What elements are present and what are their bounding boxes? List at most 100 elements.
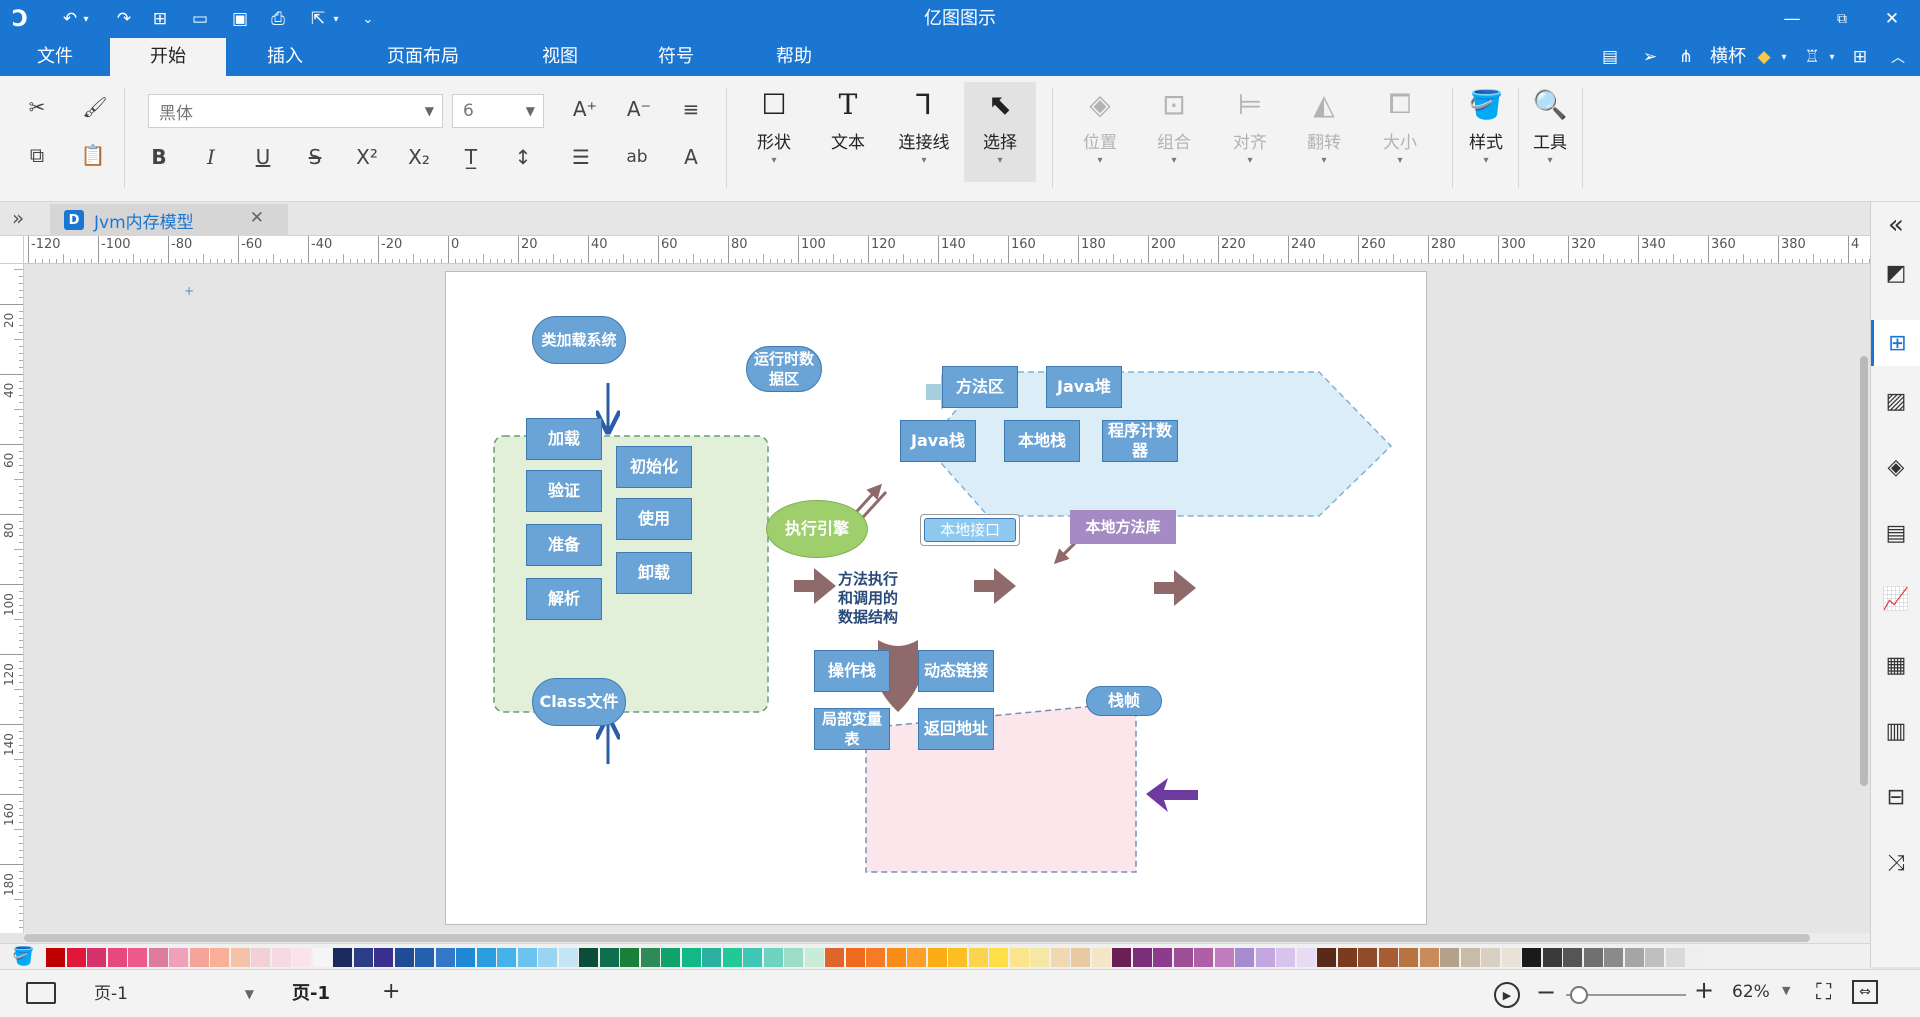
- color-swatch[interactable]: [1050, 948, 1070, 967]
- expand-library-icon[interactable]: »: [12, 206, 25, 230]
- step-resolve[interactable]: 解析: [526, 578, 602, 620]
- color-swatch[interactable]: [866, 948, 885, 967]
- method-area-node[interactable]: 方法区: [942, 366, 1018, 408]
- color-swatch[interactable]: [476, 948, 496, 967]
- color-swatch[interactable]: [763, 948, 783, 967]
- color-swatch[interactable]: [230, 948, 250, 967]
- color-swatch[interactable]: [1481, 948, 1500, 967]
- execution-engine-node[interactable]: 执行引擎: [766, 500, 868, 558]
- tools-button[interactable]: 🔍工具▾: [1516, 82, 1584, 182]
- dynamic-link-node[interactable]: 动态链接: [918, 650, 994, 692]
- color-swatch[interactable]: [210, 948, 229, 967]
- align-button[interactable]: ⊨对齐▾: [1216, 82, 1284, 182]
- step-verify[interactable]: 验证: [526, 470, 602, 512]
- color-swatch[interactable]: [1419, 948, 1439, 967]
- line-spacing-icon[interactable]: ↕: [514, 145, 532, 169]
- arrow-native-to-lib[interactable]: [1154, 570, 1196, 606]
- color-swatch[interactable]: [1624, 948, 1644, 967]
- color-swatch[interactable]: [948, 948, 967, 967]
- page-selector[interactable]: 页-1 ▼: [94, 980, 254, 1008]
- shirt-icon[interactable]: ♖: [1804, 47, 1820, 67]
- color-swatch[interactable]: [1399, 948, 1418, 967]
- user-name[interactable]: 横杯: [1710, 46, 1746, 67]
- color-swatch[interactable]: [1337, 948, 1357, 967]
- color-swatch[interactable]: [415, 948, 434, 967]
- menu-home[interactable]: 开始: [110, 38, 226, 76]
- local-var-table-node[interactable]: 局部变量表: [814, 708, 890, 750]
- color-swatch[interactable]: [1604, 948, 1623, 967]
- color-swatch[interactable]: [333, 948, 352, 967]
- color-swatch[interactable]: [1460, 948, 1480, 967]
- color-swatch[interactable]: [1358, 948, 1377, 967]
- connector-button[interactable]: ⅂连接线▾: [890, 82, 958, 182]
- table-icon[interactable]: ▦: [1885, 652, 1907, 678]
- page-panel-icon[interactable]: [26, 982, 56, 1004]
- color-swatch[interactable]: [169, 948, 188, 967]
- user-dropdown-icon[interactable]: ▾: [1781, 51, 1787, 63]
- native-interface-node[interactable]: 本地接口: [924, 518, 1016, 542]
- color-swatch[interactable]: [1501, 948, 1521, 967]
- presentation-icon[interactable]: ⊟: [1886, 784, 1906, 810]
- color-swatch[interactable]: [1645, 948, 1664, 967]
- step-init[interactable]: 初始化: [616, 446, 692, 488]
- color-swatch[interactable]: [251, 948, 270, 967]
- play-icon[interactable]: ▶: [1494, 982, 1520, 1008]
- menu-view[interactable]: 视图: [542, 46, 578, 67]
- document-tab[interactable]: D Jvm内存模型 ✕: [50, 204, 288, 236]
- menu-symbol[interactable]: 符号: [658, 46, 694, 67]
- print-icon[interactable]: ⎙: [271, 9, 285, 29]
- horizontal-scrollbar[interactable]: [24, 933, 1870, 943]
- color-swatch[interactable]: [497, 948, 516, 967]
- style-button[interactable]: 🪣样式▾: [1452, 82, 1520, 182]
- color-swatch[interactable]: [271, 948, 291, 967]
- minimize-icon[interactable]: —: [1783, 9, 1801, 29]
- zoom-in-icon[interactable]: +: [1694, 976, 1715, 1004]
- color-swatch[interactable]: [1255, 948, 1275, 967]
- export-icon[interactable]: ⇱: [310, 9, 326, 29]
- color-swatch[interactable]: [292, 948, 311, 967]
- color-swatch[interactable]: [435, 948, 455, 967]
- send-icon[interactable]: ➢: [1642, 47, 1658, 67]
- underline-icon[interactable]: U: [255, 145, 271, 169]
- color-swatch[interactable]: [743, 948, 762, 967]
- color-swatch[interactable]: [968, 948, 988, 967]
- arrow-loader-to-engine[interactable]: [794, 568, 836, 604]
- fill-bucket-icon[interactable]: 🪣: [12, 946, 35, 967]
- color-swatch[interactable]: [927, 948, 947, 967]
- comment-icon[interactable]: ▤: [1601, 47, 1619, 67]
- arrow-engine-to-native[interactable]: [974, 568, 1016, 604]
- color-swatch[interactable]: [1542, 948, 1562, 967]
- color-swatch[interactable]: [620, 948, 639, 967]
- restore-icon[interactable]: ⧉: [1837, 11, 1847, 27]
- stack-description-text[interactable]: 方法执行和调用的数据结构: [838, 570, 899, 626]
- strikethrough-icon[interactable]: S: [308, 145, 322, 169]
- position-button[interactable]: ◈位置▾: [1066, 82, 1134, 182]
- flip-button[interactable]: ◭翻转▾: [1290, 82, 1358, 182]
- color-swatch[interactable]: [1194, 948, 1213, 967]
- color-swatch[interactable]: [989, 948, 1008, 967]
- bullet-list-icon[interactable]: ☰: [572, 145, 590, 169]
- fill-style-icon[interactable]: ◩: [1885, 260, 1907, 286]
- color-swatch[interactable]: [374, 948, 393, 967]
- color-swatch[interactable]: [1276, 948, 1295, 967]
- subscript-icon[interactable]: X₂: [408, 145, 430, 169]
- color-swatch[interactable]: [1563, 948, 1582, 967]
- color-swatch[interactable]: [886, 948, 906, 967]
- share-icon[interactable]: ⋔: [1678, 47, 1694, 67]
- italic-icon[interactable]: I: [207, 145, 215, 169]
- shapes-library-icon[interactable]: ⊞: [1871, 320, 1920, 366]
- java-stack-node[interactable]: Java栈: [900, 420, 976, 462]
- cut-icon[interactable]: ✂: [28, 95, 46, 119]
- operand-stack-node[interactable]: 操作栈: [814, 650, 890, 692]
- undo-icon[interactable]: ↶: [62, 9, 78, 29]
- close-tab-icon[interactable]: ✕: [249, 208, 264, 228]
- step-unload[interactable]: 卸载: [616, 552, 692, 594]
- page-properties-icon[interactable]: ▤: [1885, 520, 1907, 546]
- java-heap-node[interactable]: Java堆: [1046, 366, 1122, 408]
- fit-page-icon[interactable]: ⛶: [1816, 980, 1832, 1005]
- native-lib-node[interactable]: 本地方法库: [1070, 510, 1176, 544]
- color-swatch[interactable]: [353, 948, 373, 967]
- stack-frame-node[interactable]: 栈帧: [1086, 686, 1162, 716]
- return-address-node[interactable]: 返回地址: [918, 708, 994, 750]
